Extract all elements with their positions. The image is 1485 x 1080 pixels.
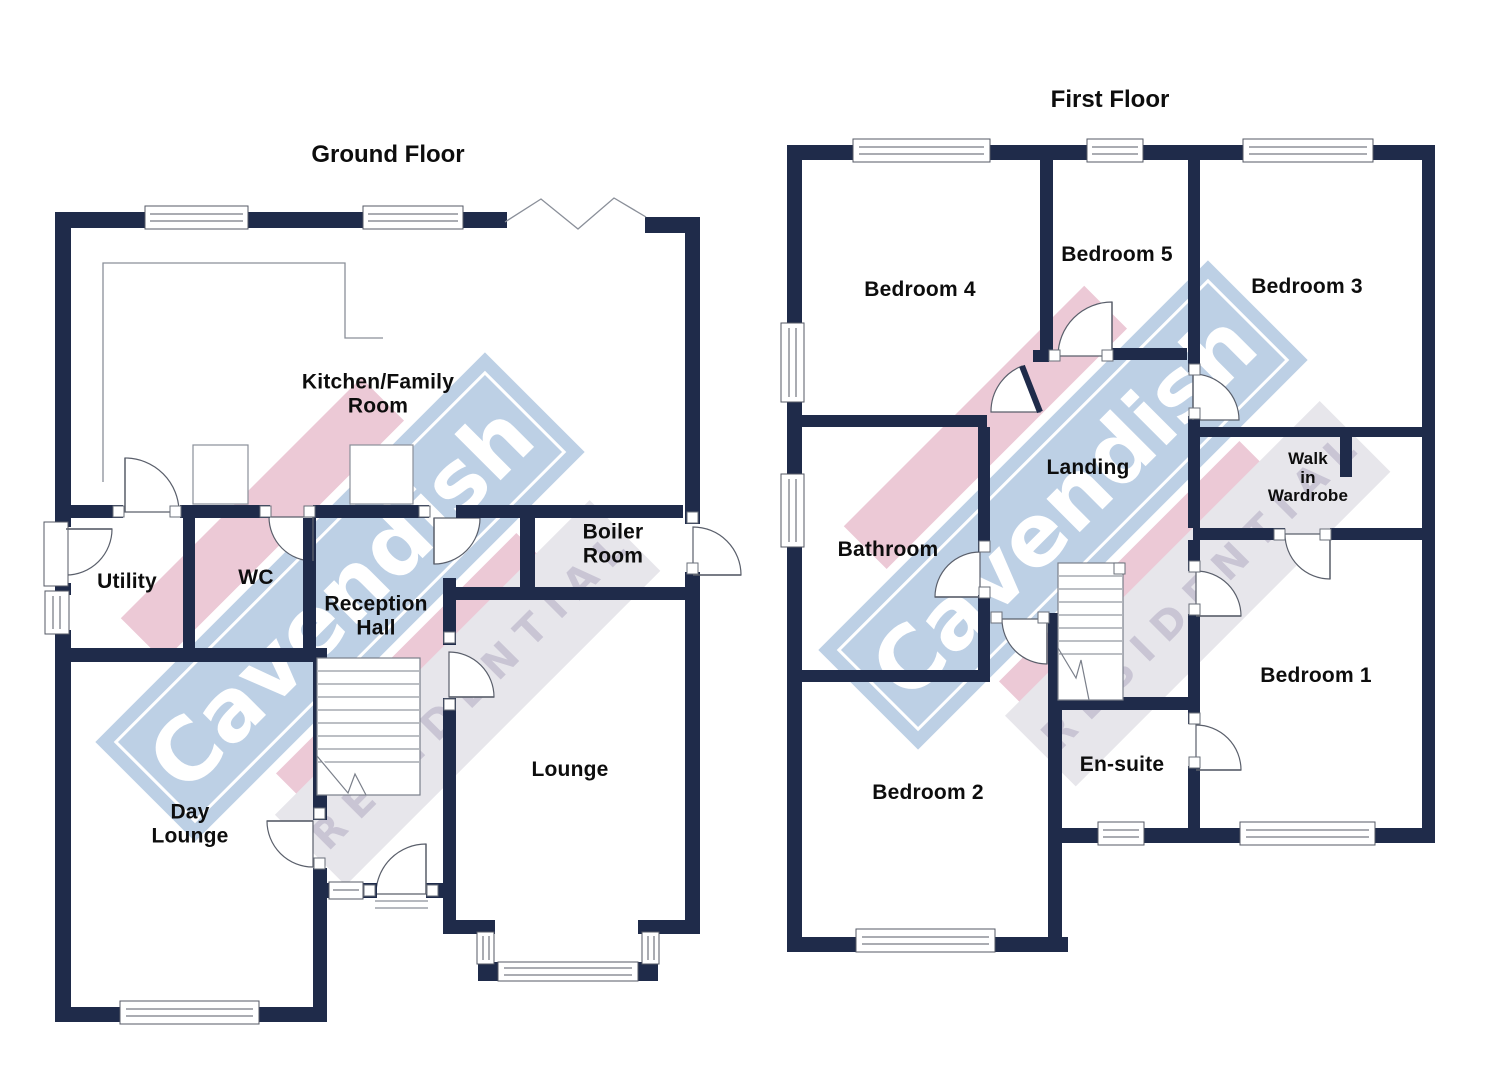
room-label-boiler-room: Boiler Room xyxy=(582,520,644,567)
utility-exterior-door-swing xyxy=(65,528,113,576)
room-label-bedroom-2: Bedroom 2 xyxy=(872,781,984,805)
room-label-bedroom-1: Bedroom 1 xyxy=(1260,664,1372,688)
stair-break-line xyxy=(1057,647,1090,701)
first-floor-plan xyxy=(780,138,1435,953)
window xyxy=(852,138,991,163)
ground-floor-door-markers xyxy=(112,505,699,897)
first-floor-door-leaves xyxy=(935,302,1331,771)
front-door-swing xyxy=(375,843,427,895)
first-floor-title: First Floor xyxy=(1050,86,1170,113)
day-lounge-door-swing xyxy=(266,820,314,868)
stair-break-line xyxy=(316,755,367,796)
window xyxy=(119,1000,260,1025)
first-floor-staircase xyxy=(1057,562,1124,701)
window xyxy=(855,928,996,953)
window xyxy=(780,473,805,548)
window xyxy=(362,205,464,230)
ground-floor-windows xyxy=(43,205,660,1025)
kitchen-counter-outline xyxy=(102,262,414,505)
window xyxy=(1242,138,1374,163)
ground-floor-door-leaves xyxy=(66,458,741,894)
bay-window xyxy=(476,931,660,982)
room-label-en-suite: En-suite xyxy=(1079,753,1165,777)
room-label-walk-in-wardrobe: Walk in Wardrobe xyxy=(1267,448,1349,506)
first-floor-door-markers xyxy=(978,349,1332,769)
ground-floor-staircase xyxy=(316,657,421,796)
room-label-day-lounge: Day Lounge xyxy=(151,800,229,847)
watermark-ribbon-inner-line xyxy=(836,278,1290,732)
first-door-swings xyxy=(934,301,1331,771)
watermark-ribbon xyxy=(805,247,1321,763)
window xyxy=(780,322,805,403)
room-label-wc: WC xyxy=(238,566,274,590)
room-label-bedroom-4: Bedroom 4 xyxy=(864,278,976,302)
ground-door-swings xyxy=(65,457,742,895)
window xyxy=(1097,821,1145,846)
room-label-lounge: Lounge xyxy=(531,758,609,782)
window xyxy=(44,590,70,635)
boiler-room-door-swing xyxy=(692,526,742,576)
room-label-bathroom: Bathroom xyxy=(837,538,939,562)
utility-exterior-door-frame xyxy=(43,521,69,587)
zigzag-open-boundary xyxy=(504,197,647,230)
first-floor-windows xyxy=(780,138,1376,953)
window xyxy=(1239,821,1376,846)
room-label-bedroom-5: Bedroom 5 xyxy=(1061,243,1173,267)
ground-floor-walls xyxy=(55,212,700,1022)
ensuite-door-swing xyxy=(1195,724,1242,771)
front-door-threshold xyxy=(375,900,428,909)
room-label-kitchen-family-room: Kitchen/Family Room xyxy=(301,370,455,417)
wardrobe-door-swing xyxy=(1284,533,1331,580)
bedroom3-door-swing xyxy=(1192,373,1240,421)
room-label-landing: Landing xyxy=(1046,456,1130,480)
room-label-utility: Utility xyxy=(97,570,157,594)
room-label-reception-hall: Reception Hall xyxy=(324,592,428,639)
first-floor-walls xyxy=(787,145,1435,952)
window xyxy=(1086,138,1144,163)
room-label-bedroom-3: Bedroom 3 xyxy=(1251,275,1363,299)
ground-floor-plan xyxy=(43,197,742,1025)
utility-interior-door-swing xyxy=(124,457,180,513)
window xyxy=(144,205,249,230)
window xyxy=(328,881,364,900)
ground-floor-title: Ground Floor xyxy=(311,141,465,168)
